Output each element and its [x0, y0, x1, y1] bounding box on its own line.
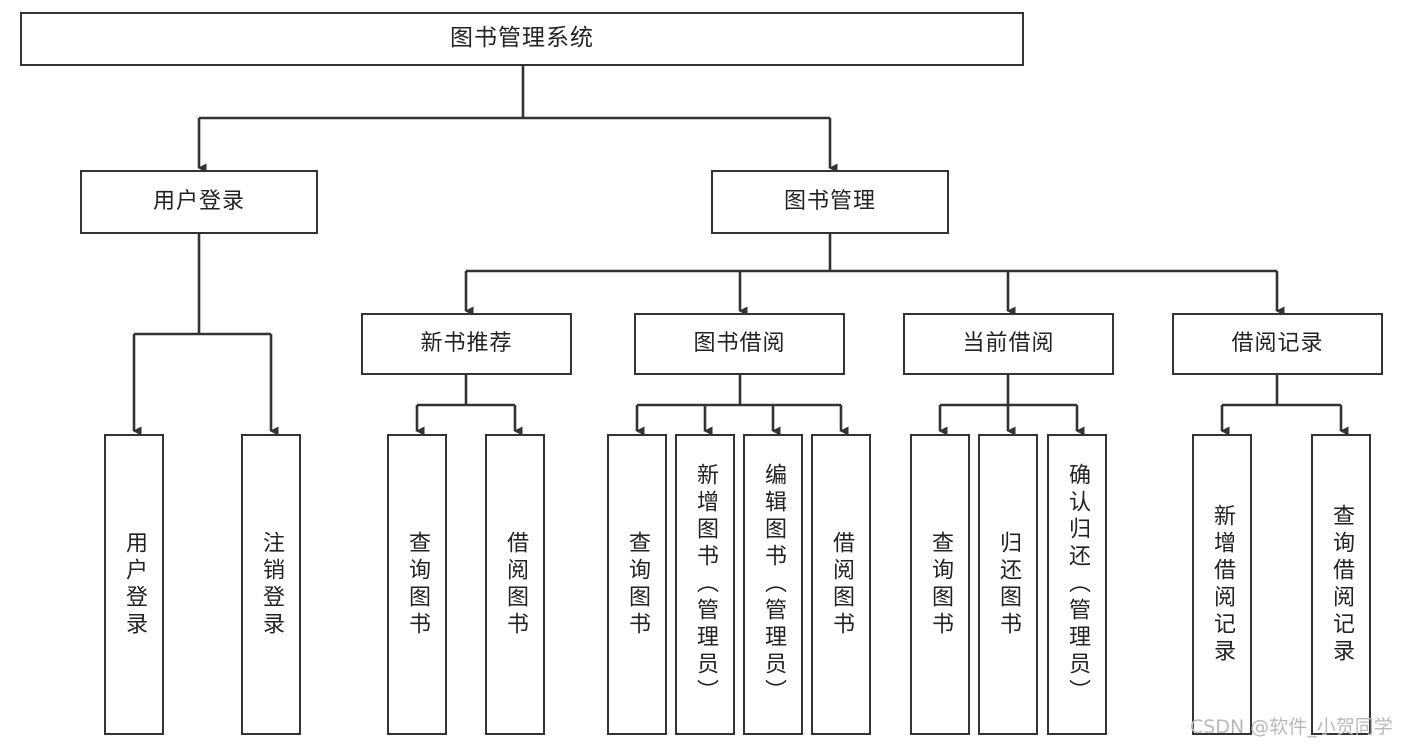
node-leaf-borrow-book-1[interactable]: 借阅图书	[485, 434, 545, 735]
node-leaf-query-record-label: 查询借阅记录	[1329, 503, 1354, 666]
node-leaf-add-record-label: 新增借阅记录	[1210, 503, 1235, 666]
node-book-manage[interactable]: 图书管理	[711, 170, 949, 234]
node-leaf-logout-login-label: 注销登录	[259, 530, 284, 639]
node-leaf-query-record[interactable]: 查询借阅记录	[1311, 434, 1371, 735]
node-leaf-add-book-label: 新增图书（管理员）	[693, 463, 718, 706]
node-leaf-query-book-1-label: 查询图书	[405, 530, 430, 639]
node-leaf-borrow-book-2-label: 借阅图书	[829, 530, 854, 639]
node-book-borrow[interactable]: 图书借阅	[634, 313, 845, 375]
node-leaf-query-book-3-label: 查询图书	[928, 530, 953, 639]
node-borrow-record-label: 借阅记录	[1231, 331, 1324, 357]
node-root[interactable]: 图书管理系统	[20, 12, 1024, 66]
node-leaf-logout-login[interactable]: 注销登录	[241, 434, 301, 735]
node-book-manage-label: 图书管理	[783, 189, 876, 215]
node-leaf-return-book[interactable]: 归还图书	[978, 434, 1038, 735]
node-leaf-edit-book-label: 编辑图书（管理员）	[761, 463, 786, 706]
node-current-borrow-label: 当前借阅	[962, 331, 1055, 357]
node-user-login[interactable]: 用户登录	[80, 170, 318, 234]
node-leaf-query-book-2-label: 查询图书	[625, 530, 650, 639]
node-leaf-query-book-3[interactable]: 查询图书	[910, 434, 970, 735]
node-current-borrow[interactable]: 当前借阅	[903, 313, 1114, 375]
node-leaf-query-book-2[interactable]: 查询图书	[607, 434, 667, 735]
node-leaf-add-record[interactable]: 新增借阅记录	[1192, 434, 1252, 735]
node-leaf-edit-book[interactable]: 编辑图书（管理员）	[743, 434, 803, 735]
node-leaf-add-book[interactable]: 新增图书（管理员）	[675, 434, 735, 735]
node-user-login-label: 用户登录	[152, 189, 245, 215]
node-new-book-recommend[interactable]: 新书推荐	[361, 313, 572, 375]
node-borrow-record[interactable]: 借阅记录	[1172, 313, 1383, 375]
node-leaf-query-book-1[interactable]: 查询图书	[387, 434, 447, 735]
node-leaf-return-book-label: 归还图书	[996, 530, 1021, 639]
node-leaf-borrow-book-1-label: 借阅图书	[503, 530, 528, 639]
node-leaf-confirm-return-label: 确认归还（管理员）	[1065, 463, 1090, 706]
node-root-label: 图书管理系统	[450, 25, 594, 52]
node-book-borrow-label: 图书借阅	[693, 331, 786, 357]
node-leaf-borrow-book-2[interactable]: 借阅图书	[811, 434, 871, 735]
node-leaf-user-login[interactable]: 用户登录	[104, 434, 164, 735]
node-leaf-user-login-label: 用户登录	[122, 530, 147, 639]
node-new-book-recommend-label: 新书推荐	[420, 331, 513, 357]
csdn-watermark: CSDN @软件_小贺同学	[1190, 716, 1393, 738]
node-leaf-confirm-return[interactable]: 确认归还（管理员）	[1047, 434, 1107, 735]
